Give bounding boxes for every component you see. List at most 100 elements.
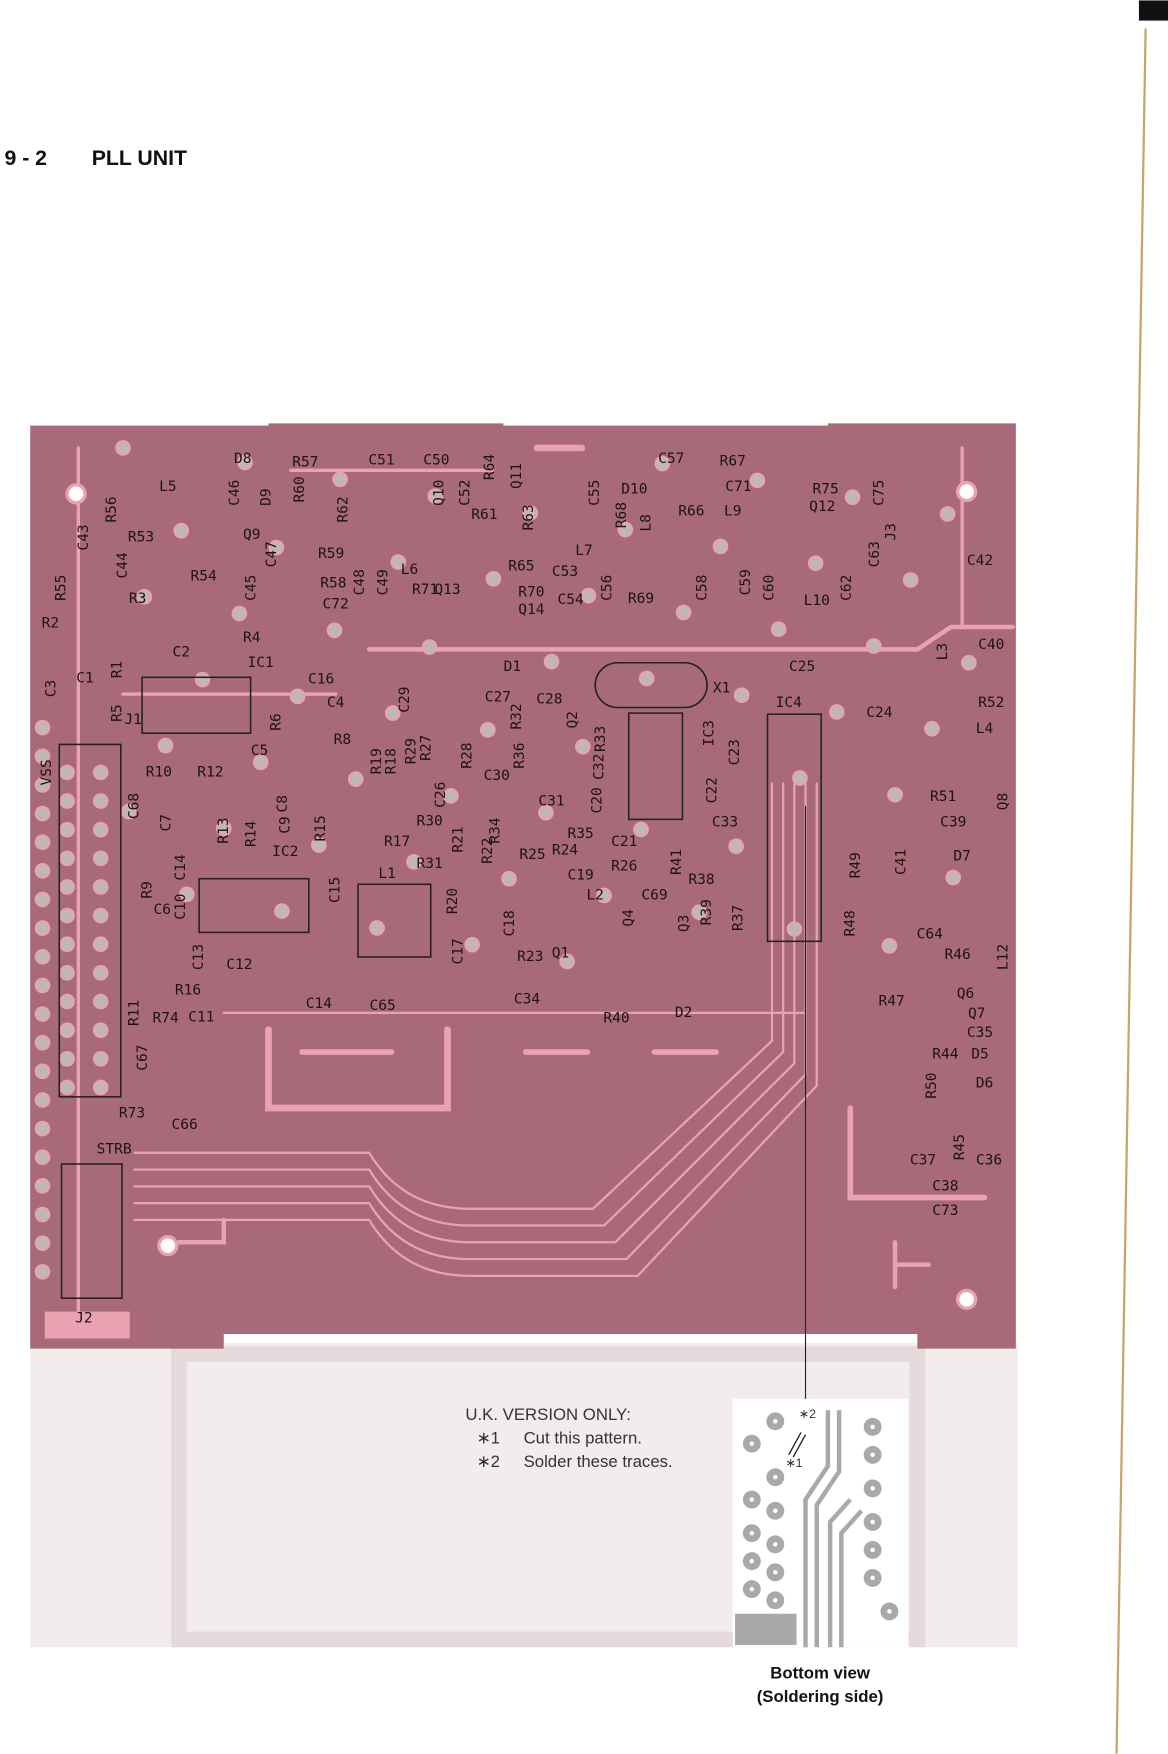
solder-pad [34, 1006, 51, 1022]
component-label-c71: C71 [725, 479, 751, 495]
component-label-r49: R49 [848, 852, 864, 878]
component-label-r46: R46 [945, 947, 971, 963]
component-label-r50: R50 [924, 1073, 940, 1099]
mounting-hole [955, 480, 978, 503]
component-label-r2: R2 [42, 616, 59, 632]
solder-pad [829, 704, 845, 720]
component-label-c65: C65 [369, 998, 395, 1014]
component-label-r11: R11 [126, 1000, 142, 1026]
component-label-l6: L6 [401, 562, 419, 578]
solder-pad [924, 720, 940, 737]
component-label-ic2: IC2 [272, 844, 298, 860]
solder-pad [34, 863, 51, 879]
component-label-j3: J3 [884, 523, 900, 541]
solder-pad [617, 521, 634, 538]
solder-pad [865, 638, 882, 654]
solder-pad [34, 1092, 51, 1108]
component-label-r25: R25 [519, 847, 545, 863]
component-label-c58: C58 [695, 575, 711, 601]
inset-trace [803, 1410, 831, 1648]
note-1-mark: ∗1 [477, 1429, 500, 1448]
solder-pad [596, 887, 612, 904]
solder-pad [59, 965, 75, 981]
solder-pad [347, 771, 364, 787]
component-label-c6: C6 [153, 902, 170, 918]
solder-pad [638, 670, 655, 687]
component-label-d6: D6 [976, 1075, 993, 1091]
solder-pad [34, 805, 51, 822]
solder-pad [59, 821, 75, 838]
solder-pad [575, 738, 591, 755]
component-label-c14: C14 [306, 996, 332, 1012]
component-label-c28: C28 [536, 692, 562, 708]
component-label-r64: R64 [482, 454, 498, 480]
solder-pad [92, 936, 109, 953]
component-label-vss: VSS [39, 759, 55, 785]
component-label-c46: C46 [227, 480, 243, 506]
solder-pad [92, 879, 109, 895]
component-label-c11: C11 [188, 1009, 214, 1025]
component-label-j2: J2 [75, 1310, 92, 1326]
component-label-l2: L2 [586, 887, 604, 903]
component-label-r45: R45 [952, 1134, 968, 1160]
component-label-c37: C37 [910, 1153, 936, 1169]
component-label-c45: C45 [244, 575, 260, 601]
solder-pad [675, 604, 692, 621]
component-label-r26: R26 [611, 858, 637, 874]
component-label-c56: C56 [599, 575, 615, 601]
component-label-c73: C73 [932, 1203, 958, 1219]
component-label-r51: R51 [930, 789, 956, 805]
component-label-c15: C15 [328, 877, 344, 903]
component-label-c12: C12 [226, 957, 252, 973]
solder-pad [59, 993, 75, 1010]
solder-pad [34, 748, 51, 765]
solder-pad [538, 804, 554, 821]
component-label-c59: C59 [738, 569, 754, 595]
j2-pad [44, 1311, 130, 1339]
component-label-c29: C29 [397, 687, 413, 713]
solder-pad [691, 904, 708, 921]
component-label-q14: Q14 [518, 602, 544, 618]
component-label-r19: R19 [369, 748, 385, 774]
solder-pad [59, 1022, 75, 1038]
component-label-d8: D8 [234, 451, 252, 467]
component-label-c3: C3 [43, 680, 59, 697]
component-label-r66: R66 [678, 504, 704, 520]
component-label-c42: C42 [967, 553, 993, 569]
component-label-r39: R39 [699, 899, 715, 925]
solder-pad [34, 891, 51, 908]
solder-pad [580, 587, 597, 604]
solder-pad [92, 850, 109, 867]
component-label-c60: C60 [762, 575, 778, 601]
component-label-c30: C30 [484, 768, 510, 784]
pcb-pads [34, 440, 977, 1280]
component-label-r14: R14 [244, 821, 260, 847]
solder-pad [34, 1235, 51, 1252]
faded-traces [171, 1346, 926, 1648]
component-label-c27: C27 [485, 689, 511, 705]
solder-pad [92, 793, 109, 809]
solder-pad [194, 671, 211, 688]
component-label-d5: D5 [971, 1046, 988, 1062]
solder-pad [268, 539, 285, 556]
solder-pad [311, 837, 327, 853]
component-label-r32: R32 [509, 703, 525, 729]
caption-soldering-side: (Soldering side) [757, 1687, 884, 1706]
solder-pad [274, 903, 290, 919]
solder-pad [770, 621, 787, 638]
solder-pad [421, 639, 438, 655]
component-label-c4: C4 [327, 695, 345, 711]
component-label-c69: C69 [641, 887, 667, 903]
component-label-r13: R13 [216, 817, 232, 843]
component-label-r24: R24 [552, 843, 578, 859]
trace [176, 1217, 226, 1245]
component-label-l8: L8 [639, 514, 655, 532]
solder-pad [59, 936, 75, 953]
cut-mark [792, 1434, 807, 1458]
solder-pad [59, 1079, 75, 1096]
solder-pad [115, 440, 131, 456]
component-label-r60: R60 [292, 476, 308, 502]
component-label-r40: R40 [603, 1011, 629, 1027]
